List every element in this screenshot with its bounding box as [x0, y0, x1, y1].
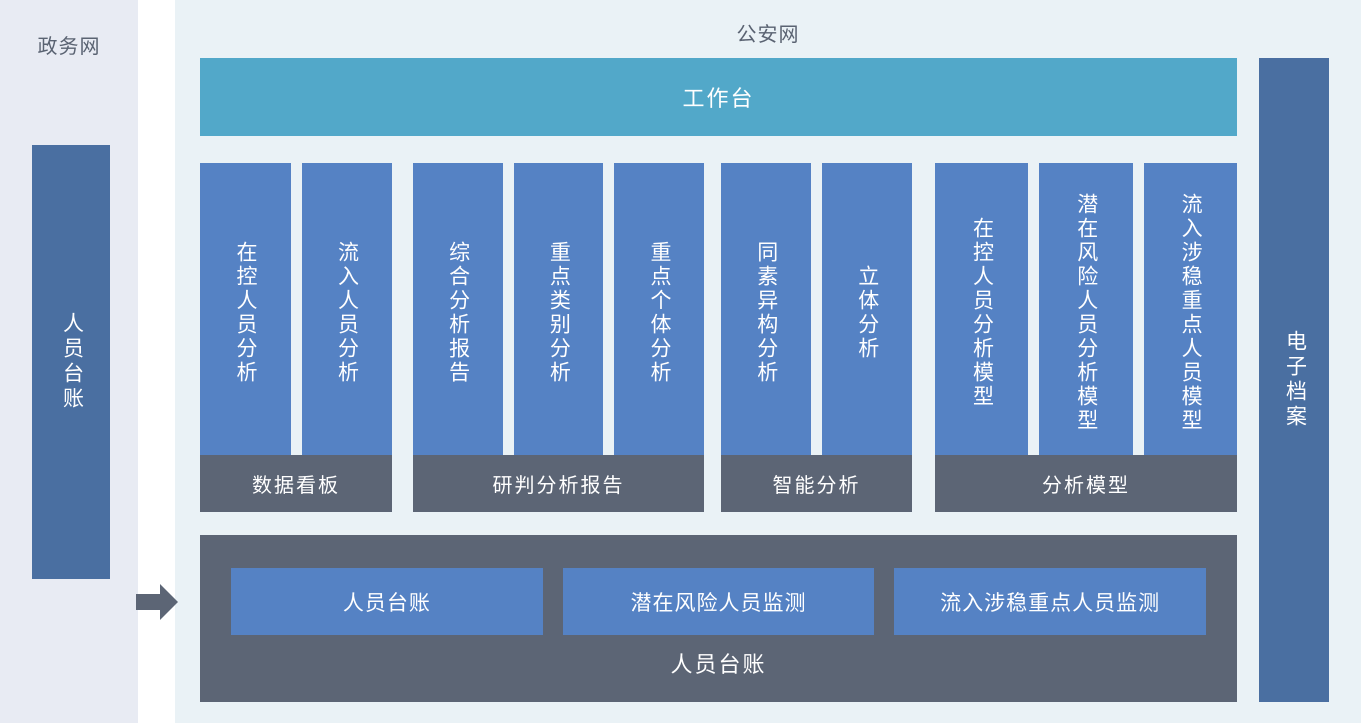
- box-label: 流入涉稳重点人员监测: [940, 591, 1161, 615]
- gov-net-title: 政务网: [37, 36, 101, 58]
- arrow-right-icon: [136, 584, 178, 620]
- personnel-ledger-panel: 人员台账 潜在风险人员监测 流入涉稳重点人员监测 人员台账: [200, 535, 1237, 702]
- police-net-title: 公安网: [736, 24, 800, 46]
- card-label: 重点个体分析: [647, 241, 671, 385]
- group-cards: 在控人员分析模型 潜在风险人员分析模型 流入涉稳重点人员模型: [935, 163, 1237, 455]
- card-liuru-shewen-zhongdian-renyuan-moxing[interactable]: 流入涉稳重点人员模型: [1143, 163, 1237, 455]
- personnel-ledger-panel-label: 人员台账: [670, 652, 767, 677]
- group-cards: 在控人员分析 流入人员分析: [200, 163, 392, 455]
- card-label: 重点类别分析: [547, 241, 571, 385]
- personnel-ledger-boxes: 人员台账 潜在风险人员监测 流入涉稳重点人员监测: [231, 568, 1207, 635]
- box-label: 人员台账: [342, 591, 431, 615]
- card-label: 流入涉稳重点人员模型: [1179, 193, 1203, 433]
- group-footer[interactable]: 分析模型: [935, 455, 1237, 512]
- card-zaikong-renyuan-fenxi[interactable]: 在控人员分析: [200, 163, 291, 455]
- group-footer[interactable]: 研判分析报告: [413, 455, 704, 512]
- group-research-report: 综合分析报告 重点类别分析 重点个体分析 研判分析报告: [413, 163, 705, 512]
- card-label: 在控人员分析: [234, 241, 258, 385]
- group-footer[interactable]: 智能分析: [721, 455, 912, 512]
- gov-personnel-ledger-bar[interactable]: 人员台账: [32, 145, 110, 579]
- card-label: 流入人员分析: [335, 241, 359, 385]
- card-label: 立体分析: [855, 265, 879, 361]
- box-renyuan-taizhang[interactable]: 人员台账: [231, 568, 543, 635]
- box-qianzai-fengxian-renyuan-jiance[interactable]: 潜在风险人员监测: [562, 568, 875, 635]
- card-label: 同素异构分析: [754, 241, 778, 385]
- card-qianzai-fengxian-renyuan-fenxi-moxing[interactable]: 潜在风险人员分析模型: [1039, 163, 1133, 455]
- card-zonghe-fenxi-baogao[interactable]: 综合分析报告: [413, 163, 503, 455]
- card-label: 在控人员分析模型: [970, 217, 994, 409]
- card-label: 潜在风险人员分析模型: [1074, 193, 1098, 433]
- function-groups-row: 在控人员分析 流入人员分析 数据看板 综合分析报告 重点类别分析 重点个体分析: [200, 163, 1237, 512]
- box-liuru-shewen-zhongdian-renyuan-jiance[interactable]: 流入涉稳重点人员监测: [894, 568, 1207, 635]
- card-liti-fenxi[interactable]: 立体分析: [822, 163, 912, 455]
- card-liuru-renyuan-fenxi[interactable]: 流入人员分析: [301, 163, 392, 455]
- card-zaikong-renyuan-fenxi-moxing[interactable]: 在控人员分析模型: [935, 163, 1029, 455]
- card-zhongdian-leibie-fenxi[interactable]: 重点类别分析: [513, 163, 604, 455]
- group-cards: 同素异构分析 立体分析: [721, 163, 912, 455]
- group-analysis-model: 在控人员分析模型 潜在风险人员分析模型 流入涉稳重点人员模型 分析模型: [935, 163, 1237, 512]
- card-tongsu-yigou-fenxi[interactable]: 同素异构分析: [721, 163, 811, 455]
- group-intelligent-analysis: 同素异构分析 立体分析 智能分析: [721, 163, 912, 512]
- box-label: 潜在风险人员监测: [630, 591, 807, 615]
- group-cards: 综合分析报告 重点类别分析 重点个体分析: [413, 163, 705, 455]
- gov-personnel-ledger-label: 人员台账: [60, 312, 84, 412]
- electronic-archive-label: 电子档案: [1283, 330, 1307, 430]
- workbench-label: 工作台: [682, 86, 755, 111]
- card-zhongdian-geti-fenxi[interactable]: 重点个体分析: [614, 163, 705, 455]
- card-label: 综合分析报告: [446, 241, 470, 385]
- group-footer[interactable]: 数据看板: [200, 455, 392, 512]
- workbench-bar[interactable]: 工作台: [200, 58, 1237, 136]
- group-data-dashboard: 在控人员分析 流入人员分析 数据看板: [200, 163, 392, 512]
- electronic-archive-bar[interactable]: 电子档案: [1259, 58, 1329, 702]
